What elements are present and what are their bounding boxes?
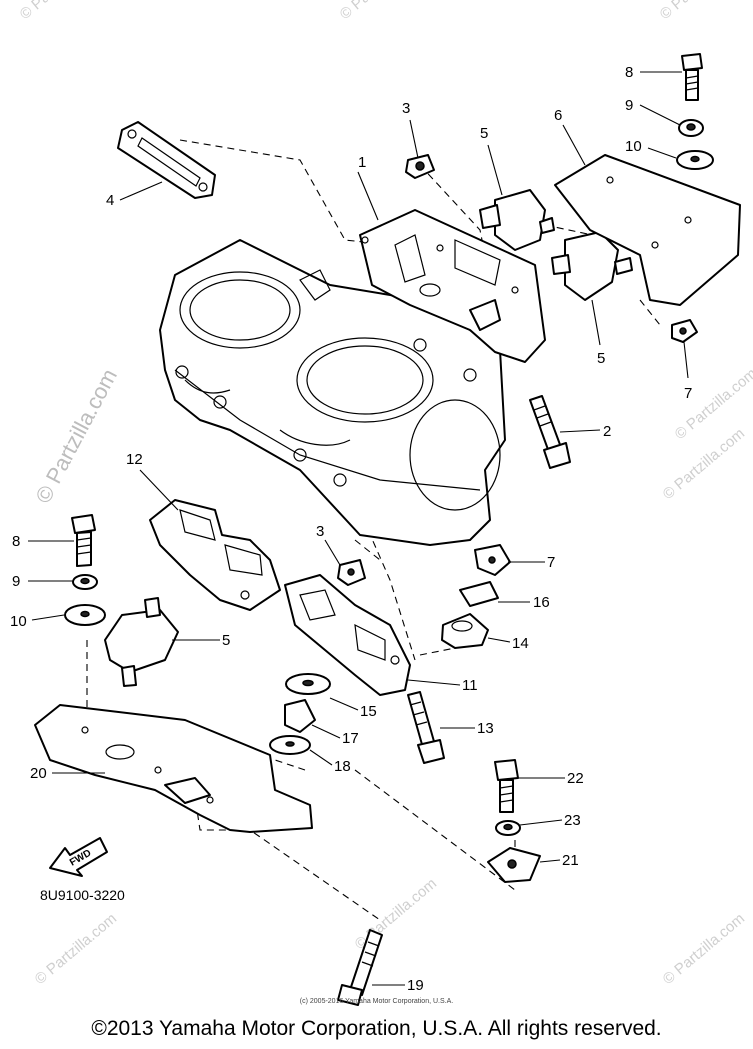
watermark: © Partzilla.com: [660, 425, 748, 503]
watermark: © Partzilla.com: [352, 875, 440, 953]
callout-8: 8: [625, 64, 633, 81]
callout-14: 14: [512, 635, 529, 652]
callout-2: 2: [603, 423, 611, 440]
callout-labels: 1 2 3 4 5 5 6 7 8 9 10 12 8 9 10 5 3 7 1…: [10, 64, 692, 994]
leader-lines: [28, 71, 689, 986]
callout-4: 4: [106, 192, 114, 209]
callout-16: 16: [533, 594, 550, 611]
callout-7: 7: [684, 385, 692, 402]
part-14-damper: [441, 613, 489, 649]
callout-19: 19: [407, 977, 424, 994]
callout-11: 11: [462, 677, 478, 694]
part-13-bolt: [407, 691, 445, 764]
small-copyright: (c) 2005-2016 Yamaha Motor Corporation, …: [299, 998, 454, 1005]
callout-9: 9: [625, 97, 633, 114]
part-3-nut-lower: [337, 559, 366, 586]
part-22-bolt: [494, 759, 519, 813]
callout-13: 13: [477, 720, 494, 737]
part-7-nut-lower: [474, 544, 511, 576]
part-2-bolt: [529, 395, 571, 469]
watermark: © Partzilla.com: [657, 0, 745, 23]
callout-3: 3: [316, 523, 324, 540]
part-7-nut-top: [671, 319, 698, 343]
callout-5: 5: [597, 350, 605, 367]
callout-10: 10: [10, 613, 27, 630]
part-16-spacer: [459, 581, 499, 607]
part-20-base-plate: [34, 704, 313, 833]
part-23-washer: [495, 820, 521, 836]
forward-arrow-icon: FWD: [49, 837, 108, 877]
part-15-washer: [285, 673, 331, 695]
part-3-nut: [405, 154, 435, 179]
part-9-washer-top: [678, 119, 704, 137]
part-5-engine-mount-left: [104, 597, 179, 687]
callout-22: 22: [567, 770, 584, 787]
callout-20: 20: [30, 765, 47, 782]
callout-5: 5: [222, 632, 230, 649]
callout-6: 6: [554, 107, 562, 124]
part-1-upper-bracket: [359, 209, 546, 363]
callout-8: 8: [12, 533, 20, 550]
callout-18: 18: [334, 758, 351, 775]
part-21-bracket: [487, 847, 541, 883]
callout-17: 17: [342, 730, 359, 747]
part-9-washer-left: [72, 574, 98, 590]
callout-12: 12: [126, 451, 143, 468]
part-17-collar: [284, 699, 316, 733]
callout-10: 10: [625, 138, 642, 155]
callout-15: 15: [360, 703, 377, 720]
part-12-lower-bracket: [149, 499, 281, 611]
part-8-bolt-top: [681, 53, 703, 101]
watermark: © Partzilla.com: [337, 0, 425, 23]
callout-5: 5: [480, 125, 488, 142]
callout-9: 9: [12, 573, 20, 590]
callout-7: 7: [547, 554, 555, 571]
watermark: © Partzilla.com: [32, 910, 120, 988]
watermark: © Partzilla.com: [17, 0, 105, 23]
watermark-main: © Partzilla.com: [30, 365, 122, 508]
part-18-washer: [269, 735, 311, 755]
callout-3: 3: [402, 100, 410, 117]
part-8-bolt-left: [71, 514, 96, 567]
callout-21: 21: [562, 852, 579, 869]
part-5-engine-mount-upper: [479, 189, 555, 251]
drawing-number: 8U9100-3220: [40, 887, 125, 903]
part-10-washer-left: [64, 604, 106, 626]
part-19-bolt: [337, 929, 383, 1006]
engine-cylinder-block: [159, 239, 506, 546]
part-11-lower-bracket: [284, 574, 411, 696]
callout-1: 1: [358, 154, 366, 171]
part-10-washer-top: [676, 150, 714, 170]
part-5-engine-mount-lower: [551, 231, 633, 301]
part-4-bracket-plate: [117, 121, 216, 199]
part-6-cover: [554, 154, 741, 306]
watermark: © Partzilla.com: [660, 910, 748, 988]
footer-copyright: ©2013 Yamaha Motor Corporation, U.S.A. A…: [91, 1017, 662, 1040]
callout-23: 23: [564, 812, 581, 829]
